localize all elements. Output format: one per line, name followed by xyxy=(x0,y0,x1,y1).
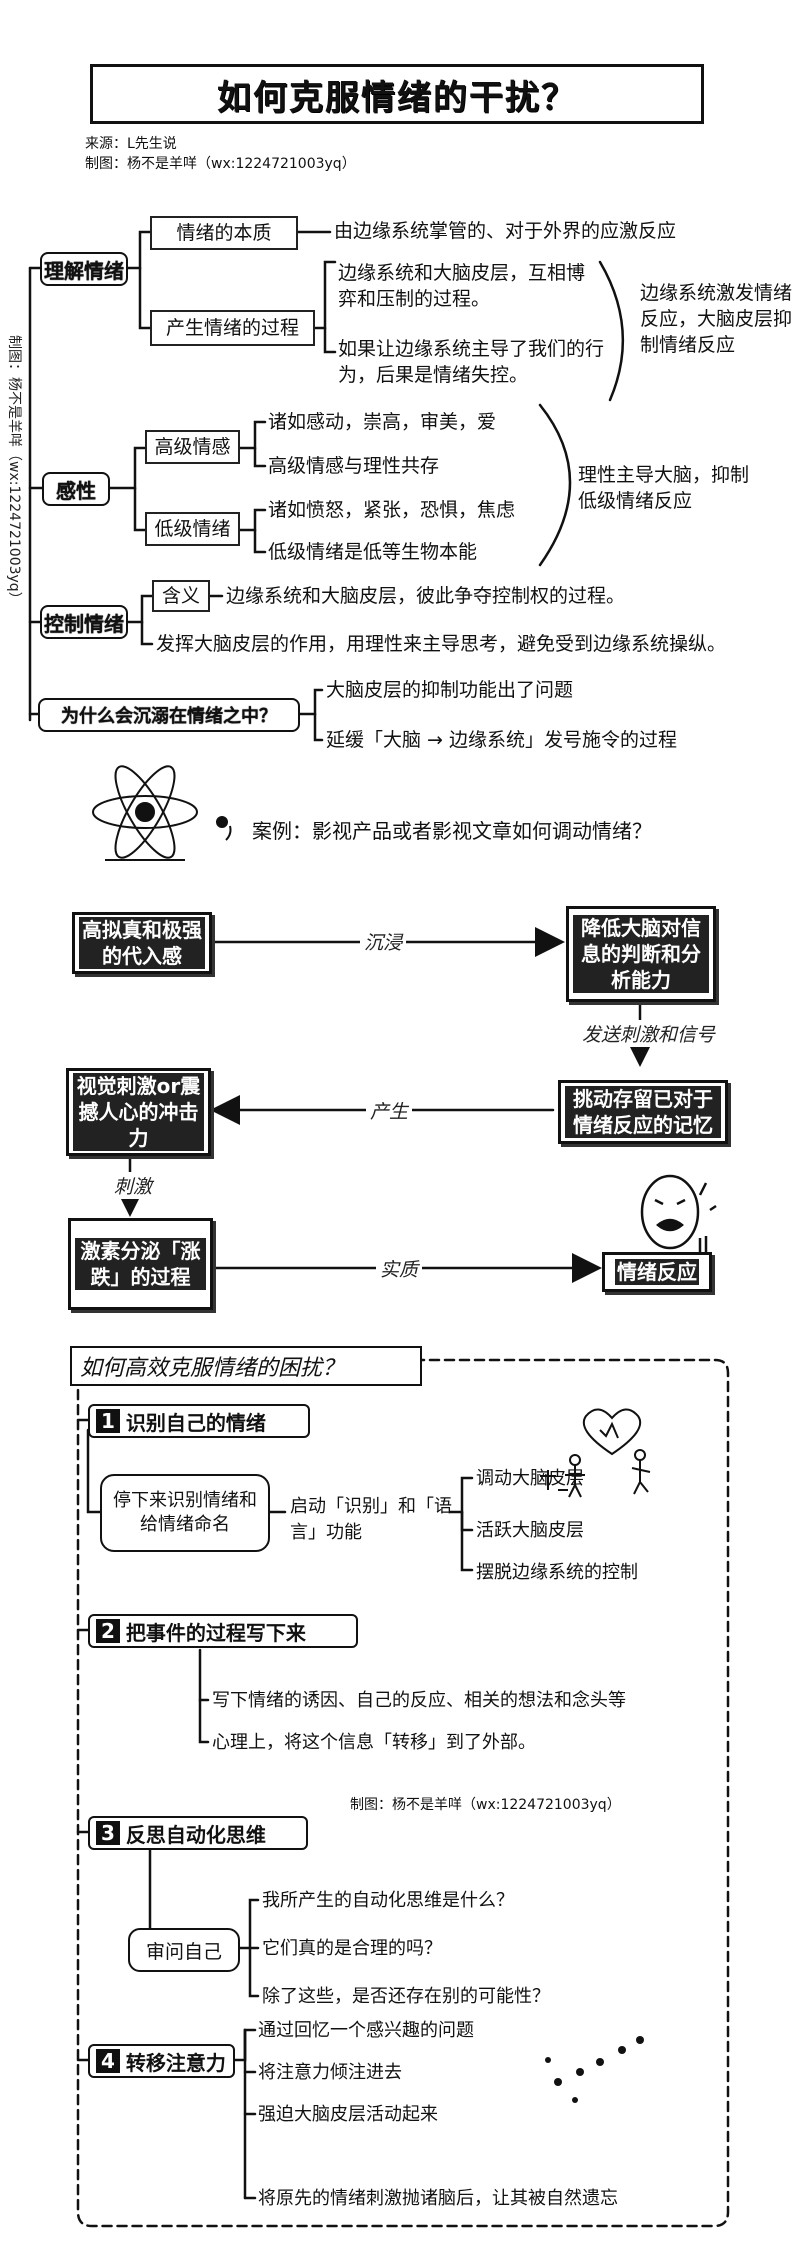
edge-label-produce: 产生 xyxy=(366,1097,413,1124)
meaning-box: 含义 xyxy=(152,580,210,612)
flow-node-visual-stimulus: 视觉刺激or震撼人心的冲击力 xyxy=(66,1068,211,1156)
understand-label: 理解情绪 xyxy=(40,252,128,286)
title-box: 如何克服情绪的干扰？ xyxy=(90,64,704,124)
source-text: 来源：L先生说 xyxy=(85,136,177,152)
atom-illustration xyxy=(92,765,232,861)
heart-figures-illustration xyxy=(540,1408,651,1498)
section3-title: 如何高效克服情绪的困扰？ xyxy=(80,1356,345,1381)
feel-note: 理性主导大脑，抑制低级情绪反应 xyxy=(578,464,750,512)
case-title: 案例：影视产品或者影视文章如何调动情绪？ xyxy=(252,819,652,843)
meaning-desc: 边缘系统和大脑皮层，彼此争夺控制权的过程。 xyxy=(226,585,626,607)
step-4-item-2: 将注意力倾注进去 xyxy=(258,2062,402,2083)
control-label: 控制情绪 xyxy=(40,605,128,639)
process-note: 边缘系统激发情绪反应，大脑皮层抑制情绪反应 xyxy=(640,282,793,356)
why-a: 大脑皮层的抑制功能出了问题 xyxy=(326,679,574,701)
edge-label-immersion: 沉浸 xyxy=(360,928,407,955)
step-4-item-1: 通过回忆一个感兴趣的问题 xyxy=(258,2020,474,2041)
step-3-item-3: 除了这些，是否还存在别的可能性？ xyxy=(262,1986,550,2007)
step-4-item-4: 将原先的情绪刺激抛诸脑后，让其被自然遗忘 xyxy=(258,2188,618,2209)
feel-label: 感性 xyxy=(42,472,110,506)
flow-node-immersion-source: 高拟真和极强的代入感 xyxy=(72,912,212,974)
section3-maker: 制图：杨不是羊咩（wx:1224721003yq） xyxy=(350,1797,621,1813)
high-emotion-a: 诸如感动，崇高，审美，爱 xyxy=(268,411,497,433)
low-emotion-a: 诸如愤怒，紧张，恐惧，焦虑 xyxy=(268,499,516,521)
music-notes-illustration xyxy=(545,2036,644,2103)
crying-face-illustration xyxy=(640,1174,717,1252)
flow-node-trigger-memory: 挑动存留已对于情绪反应的记忆 xyxy=(558,1080,728,1144)
edge-label-stimulate: 刺激 xyxy=(110,1172,157,1199)
side-watermark: 制图：杨不是羊咩（wx:1224721003yq） xyxy=(6,335,22,606)
flow-node-hormone: 激素分泌「涨 跌」的过程 xyxy=(68,1218,213,1310)
step-3-item-1: 我所产生的自动化思维是什么？ xyxy=(262,1890,514,1911)
low-emotion-box: 低级情绪 xyxy=(145,512,240,546)
step-3-item-2: 它们真的是合理的吗？ xyxy=(262,1938,442,1959)
page-title: 如何克服情绪的干扰？ xyxy=(217,77,577,118)
step-4-item-3: 强迫大脑皮层活动起来 xyxy=(258,2104,438,2125)
why-label: 为什么会沉溺在情绪之中？ xyxy=(38,698,300,732)
step-3-box: 审问自己 xyxy=(128,1928,240,1972)
high-emotion-b: 高级情感与理性共存 xyxy=(268,455,440,477)
flow-node-reduce-judgment: 降低大脑对信息的判断和分析能力 xyxy=(566,906,716,1002)
control-method: 发挥大脑皮层的作用，用理性来主导思考，避免受到边缘系统操纵。 xyxy=(156,633,727,655)
step-1-mid: 启动「识别」和「语言」功能 xyxy=(290,1496,452,1543)
high-emotion-box: 高级情感 xyxy=(145,430,240,464)
essence-desc: 由边缘系统掌管的、对于外界的应激反应 xyxy=(334,220,677,242)
step-1-item-2: 活跃大脑皮层 xyxy=(476,1520,584,1541)
step-1-item-1: 调动大脑皮层 xyxy=(476,1468,584,1489)
step-1-item-3: 摆脱边缘系统的控制 xyxy=(476,1562,638,1583)
edge-label-essence: 实质 xyxy=(376,1255,423,1282)
process-a: 边缘系统和大脑皮层，互相博弈和压制的过程。 xyxy=(338,262,586,310)
step-2-item-1: 写下情绪的诱因、自己的反应、相关的想法和念头等 xyxy=(212,1690,626,1711)
process-b: 如果让边缘系统主导了我们的行为，后果是情绪失控。 xyxy=(338,338,605,386)
step-2-item-2: 心理上，将这个信息「转移」到了外部。 xyxy=(212,1732,536,1753)
section3-title-box: 如何高效克服情绪的困扰？ xyxy=(70,1346,422,1386)
essence-box: 情绪的本质 xyxy=(150,216,298,250)
step-1-box: 停下来识别情绪和给情绪命名 xyxy=(100,1474,270,1552)
low-emotion-b: 低级情绪是低等生物本能 xyxy=(268,541,478,563)
maker-text: 制图：杨不是羊咩（wx:1224721003yq） xyxy=(85,156,356,172)
edge-label-send-signal: 发送刺激和信号 xyxy=(578,1020,720,1047)
process-box: 产生情绪的过程 xyxy=(150,310,315,346)
flow-node-emotion-response: 情绪反应 xyxy=(602,1252,712,1292)
why-b: 延缓「大脑 → 边缘系统」发号施令的过程 xyxy=(326,729,678,751)
